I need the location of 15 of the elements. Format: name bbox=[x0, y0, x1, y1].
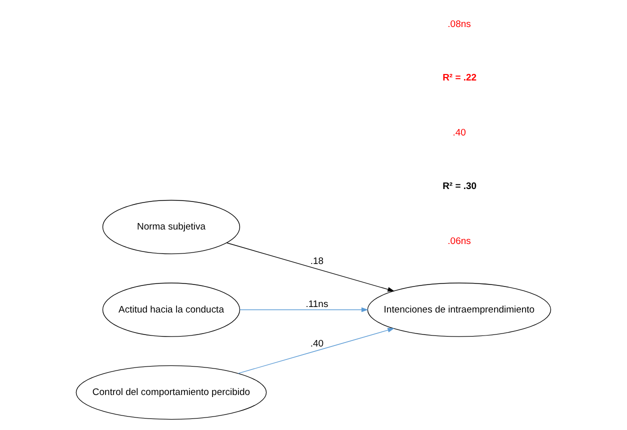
label: .40 bbox=[452, 126, 466, 138]
label: .06ns bbox=[448, 235, 471, 246]
node-ellipse: Norma subjetiva bbox=[102, 199, 240, 254]
arrow bbox=[238, 327, 394, 374]
label: R² = .30 bbox=[442, 180, 477, 192]
label: R² = .22 bbox=[442, 72, 477, 83]
node-ellipse: Actitud hacia la conducta bbox=[102, 282, 240, 336]
edge-label: .11ns bbox=[306, 298, 328, 310]
node-ellipse: Control del comportamiento percibido bbox=[76, 364, 267, 420]
node-ellipse: Intenciones de intraemprendimiento bbox=[367, 282, 552, 336]
edge-label: .18 bbox=[310, 255, 324, 266]
label: .08ns bbox=[448, 18, 471, 30]
arrow bbox=[226, 242, 394, 292]
arrow bbox=[240, 306, 368, 312]
edge-label: .40 bbox=[310, 338, 324, 350]
